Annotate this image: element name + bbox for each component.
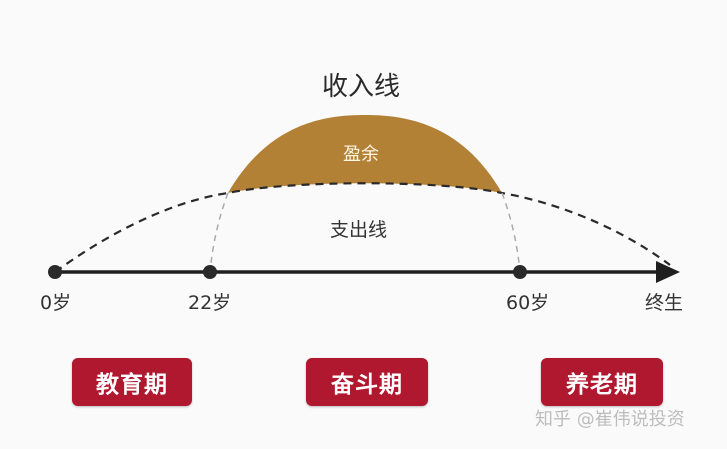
point-0 — [48, 265, 62, 279]
guide-22 — [209, 192, 229, 273]
expense-line-label: 支出线 — [330, 219, 388, 241]
phase-struggle-label: 奋斗期 — [331, 372, 403, 398]
tick-0: 0岁 — [40, 292, 72, 314]
phase-retirement: 养老期 — [541, 358, 663, 406]
arrow-right-icon — [656, 261, 680, 283]
phase-retirement-label: 养老期 — [566, 372, 638, 398]
guide-60 — [501, 192, 521, 273]
surplus-area — [228, 115, 502, 193]
tick-22: 22岁 — [188, 292, 232, 314]
surplus-label: 盈余 — [343, 144, 379, 165]
point-22 — [203, 265, 217, 279]
income-line-title: 收入线 — [322, 72, 401, 102]
phase-education-label: 教育期 — [96, 372, 168, 398]
point-60 — [513, 265, 527, 279]
tick-60: 60岁 — [506, 292, 550, 314]
phase-education: 教育期 — [72, 358, 192, 406]
phase-struggle: 奋斗期 — [306, 358, 428, 406]
expense-line — [54, 182, 671, 273]
tick-end: 终生 — [645, 292, 684, 314]
watermark: 知乎 @崔伟说投资 — [535, 409, 685, 430]
